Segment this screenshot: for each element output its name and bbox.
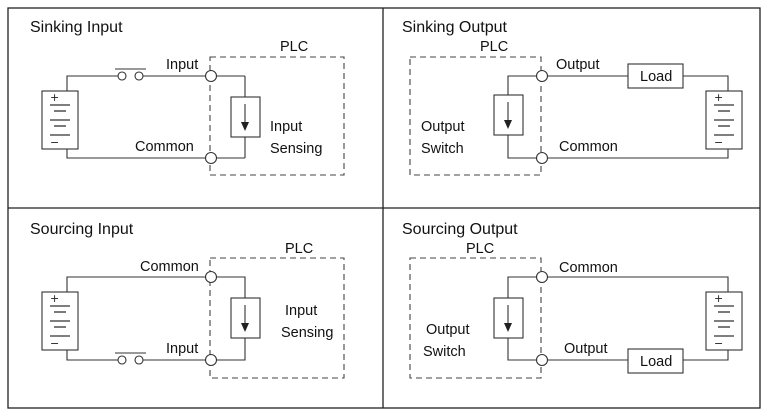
switch-label-line2: Switch: [423, 344, 466, 360]
output-label: Output: [564, 341, 608, 357]
wire: [216, 338, 246, 361]
wire: [683, 75, 729, 91]
input-label: Input: [166, 341, 198, 357]
common-label: Common: [140, 259, 199, 275]
battery-icon: + −: [705, 291, 743, 351]
wire: [507, 75, 537, 95]
plc-boundary: [409, 257, 542, 379]
panel-sinking-output: Sinking Output PLC Output Switch Output …: [402, 19, 743, 176]
common-label: Common: [559, 139, 618, 155]
input-terminal: [204, 353, 218, 367]
switch-label-line1: Output: [421, 119, 465, 135]
input-label: Input: [166, 57, 198, 73]
plc-label: PLC: [480, 39, 508, 55]
input-terminal: [204, 69, 218, 83]
sensing-label-line2: Sensing: [270, 141, 322, 157]
plc-boundary: [209, 56, 345, 176]
output-terminal: [535, 353, 549, 367]
battery-icon: + −: [41, 90, 79, 150]
sensing-label-line2: Sensing: [281, 325, 333, 341]
common-terminal: [204, 270, 218, 284]
output-switch-arrow-icon: [493, 297, 524, 339]
panel-title: Sinking Input: [30, 19, 123, 36]
panel-sinking-input: Sinking Input PLC + − Input Common: [30, 19, 345, 176]
switch-icon: [115, 68, 146, 81]
plc-boundary: [209, 257, 345, 379]
wire: [507, 338, 537, 361]
load-box: [627, 348, 684, 374]
svg-text:+: +: [714, 292, 723, 305]
input-sensing-arrow-icon: [230, 297, 261, 339]
input-sensing-arrow-icon: [230, 96, 261, 138]
wire: [216, 276, 246, 298]
common-terminal: [535, 151, 549, 165]
panel-sourcing-output: Sourcing Output PLC Output Switch Common…: [402, 221, 743, 379]
wire: [507, 276, 537, 298]
battery-icon: + −: [705, 90, 743, 150]
svg-text:+: +: [50, 292, 59, 305]
common-label: Common: [559, 260, 618, 276]
battery-icon: + −: [41, 291, 79, 351]
wire: [66, 350, 118, 361]
common-label: Common: [135, 139, 194, 155]
plc-label: PLC: [280, 39, 308, 55]
sensing-label-line1: Input: [285, 303, 317, 319]
switch-icon: [115, 352, 146, 365]
common-terminal: [535, 270, 549, 284]
plc-boundary: [409, 56, 542, 176]
plc-label: PLC: [466, 241, 494, 257]
plc-label: PLC: [285, 241, 313, 257]
wire: [66, 149, 206, 159]
output-switch-arrow-icon: [493, 94, 524, 136]
wire: [507, 135, 537, 159]
svg-text:+: +: [50, 91, 59, 104]
wire: [66, 75, 118, 91]
wire: [547, 149, 729, 159]
switch-label-line1: Output: [426, 322, 470, 338]
wire: [66, 276, 206, 292]
svg-text:−: −: [714, 337, 723, 350]
load-label: Load: [640, 354, 672, 370]
svg-text:−: −: [50, 136, 59, 149]
panel-title: Sourcing Output: [402, 221, 518, 238]
svg-text:−: −: [714, 136, 723, 149]
svg-text:−: −: [50, 337, 59, 350]
svg-text:+: +: [714, 91, 723, 104]
wire: [547, 276, 729, 292]
sensing-label-line1: Input: [270, 119, 302, 135]
panel-sourcing-input: Sourcing Input PLC + − Common Input: [30, 221, 345, 379]
common-terminal: [204, 151, 218, 165]
panel-title: Sourcing Input: [30, 221, 134, 238]
output-terminal: [535, 69, 549, 83]
wire: [683, 350, 729, 361]
switch-label-line2: Switch: [421, 141, 464, 157]
output-label: Output: [556, 57, 600, 73]
load-label: Load: [640, 69, 672, 85]
panel-title: Sinking Output: [402, 19, 508, 36]
